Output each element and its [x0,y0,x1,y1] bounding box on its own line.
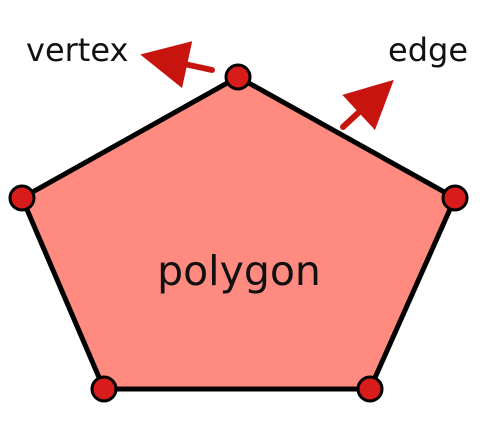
vertex-dot-bottom-right [356,375,384,403]
vertex-arrow [140,41,215,89]
vertex-dot-left [8,184,36,212]
vertex-dot-bottom-left [90,375,118,403]
vertex-dot-top [224,63,252,91]
vertex-dot-right [441,184,469,212]
pentagon-shape [18,74,459,392]
edge-arrow [340,79,394,131]
vertex-label: vertex [26,31,128,69]
polygon-label: polygon [157,247,321,295]
edge-label: edge [388,31,468,69]
